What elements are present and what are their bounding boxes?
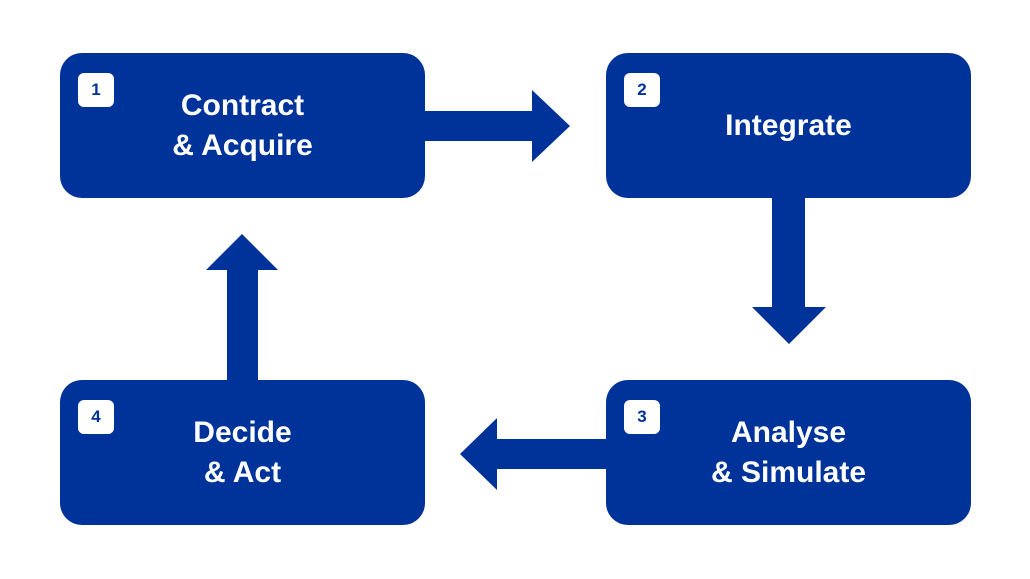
step-box-contract-acquire: 1 Contract & Acquire: [60, 53, 425, 198]
step-label: Decide & Act: [193, 415, 292, 489]
arrow-left-icon: [460, 418, 606, 490]
step-label: Integrate: [725, 108, 852, 142]
arrow-up-icon: [206, 234, 278, 380]
step-label: Contract & Acquire: [172, 88, 313, 162]
arrow-down-icon: [752, 198, 826, 344]
arrow-right-icon: [424, 90, 570, 162]
step-box-integrate: 2 Integrate: [606, 53, 971, 198]
step-box-analyse-simulate: 3 Analyse & Simulate: [606, 380, 971, 525]
step-number-badge: 4: [78, 400, 114, 434]
step-number-badge: 2: [624, 73, 660, 107]
step-label: Analyse & Simulate: [710, 415, 867, 489]
step-number-badge: 3: [624, 400, 660, 434]
step-number-badge: 1: [78, 73, 114, 107]
step-box-decide-act: 4 Decide & Act: [60, 380, 425, 525]
